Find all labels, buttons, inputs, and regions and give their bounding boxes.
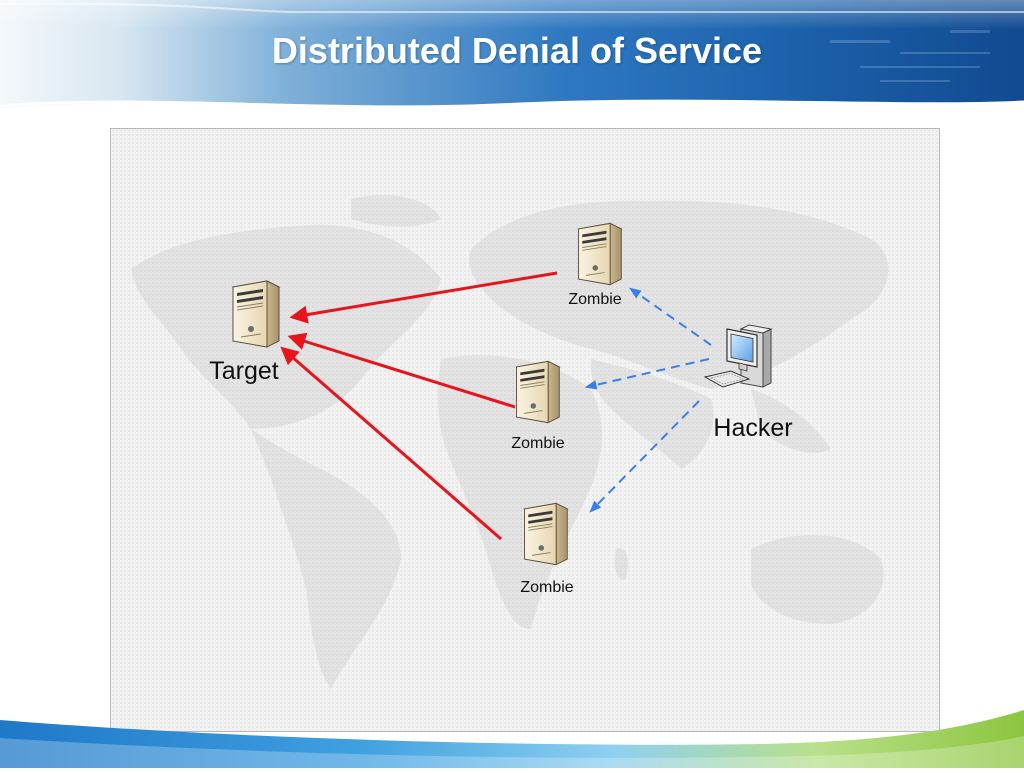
- header-background: [0, 0, 1024, 120]
- zombie-3-server-icon: [524, 502, 568, 566]
- zombie-2-server-icon: [516, 360, 560, 424]
- zombie-1-label: Zombie: [568, 291, 622, 308]
- attack-edges: [280, 271, 558, 541]
- command-arrow-1: [629, 287, 712, 346]
- hacker-desktop-computer-icon: [703, 324, 773, 388]
- footer-wave: [0, 700, 1024, 768]
- ddos-diagram: [111, 129, 939, 731]
- slide-title: Distributed Denial of Service: [271, 30, 763, 71]
- target-label: Target: [209, 357, 279, 385]
- header-banner: Distributed Denial of Service: [0, 0, 1024, 120]
- command-arrow-2: [584, 358, 710, 390]
- zombie-3-label: Zombie: [520, 579, 574, 596]
- attack-arrow-1: [289, 271, 558, 324]
- attack-arrow-3: [280, 346, 502, 541]
- target-server-icon: [232, 280, 280, 348]
- zombie-2-label: Zombie: [511, 435, 565, 452]
- zombie-1-server-icon: [578, 222, 622, 286]
- hacker-label: Hacker: [713, 414, 793, 442]
- world-map: [131, 195, 889, 689]
- footer-background: [0, 710, 1024, 768]
- command-arrow-3: [589, 400, 700, 513]
- command-edges: [584, 287, 712, 513]
- attack-arrow-2: [287, 332, 516, 409]
- diagram-panel: Target Zombie Zombie Zombie Hacker: [110, 128, 940, 732]
